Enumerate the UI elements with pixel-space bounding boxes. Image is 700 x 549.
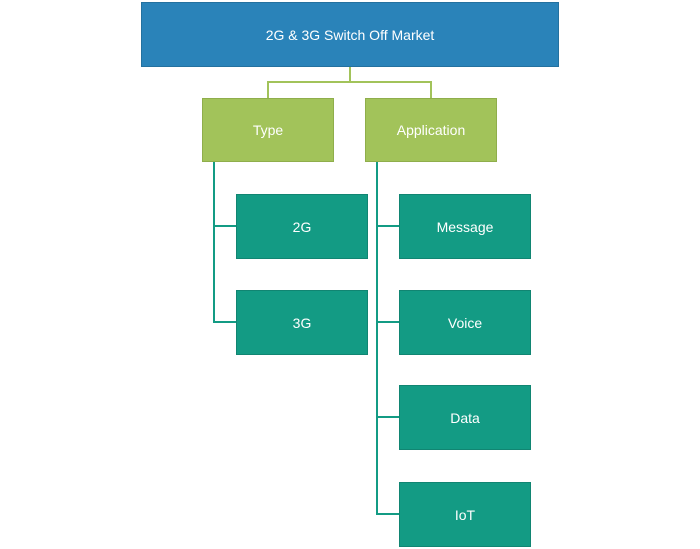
category-application: Application [365, 98, 497, 162]
leaf-message-label: Message [436, 218, 494, 235]
leaf-message: Message [399, 194, 531, 259]
leaf-2g-label: 2G [292, 218, 312, 235]
category-application-label: Application [396, 122, 466, 138]
leaf-iot-label: IoT [454, 506, 476, 523]
root-label: 2G & 3G Switch Off Market [265, 26, 435, 43]
category-type: Type [202, 98, 334, 162]
leaf-3g-label: 3G [292, 314, 312, 331]
leaf-3g: 3G [236, 290, 368, 355]
leaf-data-label: Data [450, 409, 480, 426]
leaf-voice-label: Voice [447, 314, 483, 331]
root-node: 2G & 3G Switch Off Market [141, 2, 559, 67]
leaf-voice: Voice [399, 290, 531, 355]
leaf-data: Data [399, 385, 531, 450]
category-type-label: Type [252, 122, 284, 138]
leaf-iot: IoT [399, 482, 531, 547]
leaf-2g: 2G [236, 194, 368, 259]
